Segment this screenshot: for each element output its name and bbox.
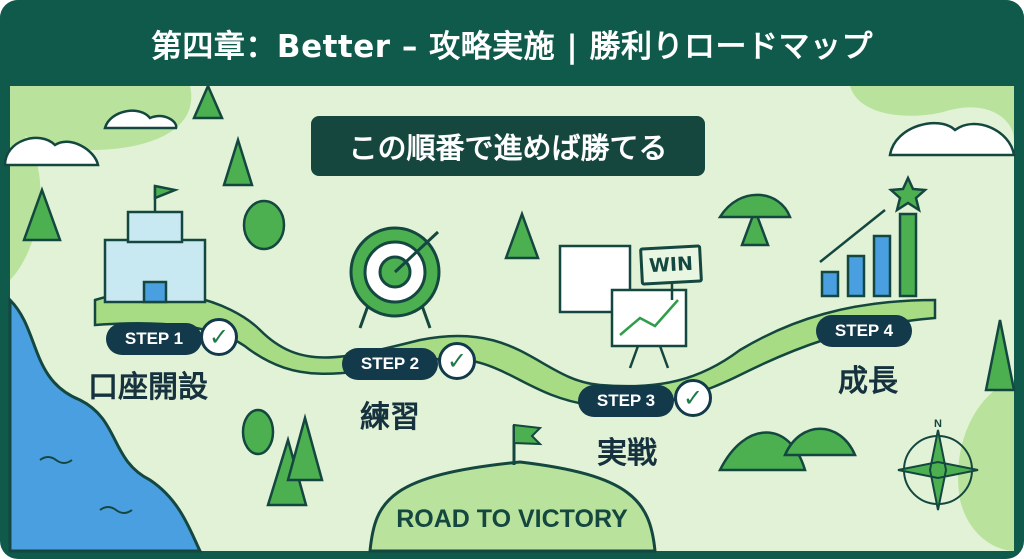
growth-bars	[819, 174, 929, 298]
step-4-label: 成長	[838, 364, 898, 399]
subtitle-banner: この順番で進めば勝てる	[311, 116, 705, 176]
check-icon: ✓	[674, 379, 712, 417]
chart-boards	[558, 244, 688, 369]
header: 第四章：Better – 攻略実施 | 勝利りロードマップ	[0, 0, 1024, 86]
step-3-label: 実戦	[597, 436, 657, 471]
step-2-label: 練習	[360, 400, 420, 435]
step-3-badge: STEP 3	[578, 385, 674, 417]
step-4-badge: STEP 4	[816, 315, 912, 347]
win-sign: WIN	[639, 244, 703, 286]
step-1-label: 口座開設	[88, 370, 208, 405]
step-2-badge: STEP 2	[342, 348, 438, 380]
check-icon: ✓	[438, 342, 476, 380]
step-1-badge: STEP 1	[106, 323, 202, 355]
goal-banner: ROAD TO VICTORY	[396, 504, 628, 533]
target	[349, 226, 441, 329]
compass-icon	[897, 429, 979, 511]
compass-n: N	[934, 418, 942, 430]
building	[103, 184, 207, 304]
page-title: 第四章：Better – 攻略実施 | 勝利りロードマップ	[150, 28, 874, 65]
check-icon: ✓	[200, 318, 238, 356]
river	[8, 296, 203, 553]
